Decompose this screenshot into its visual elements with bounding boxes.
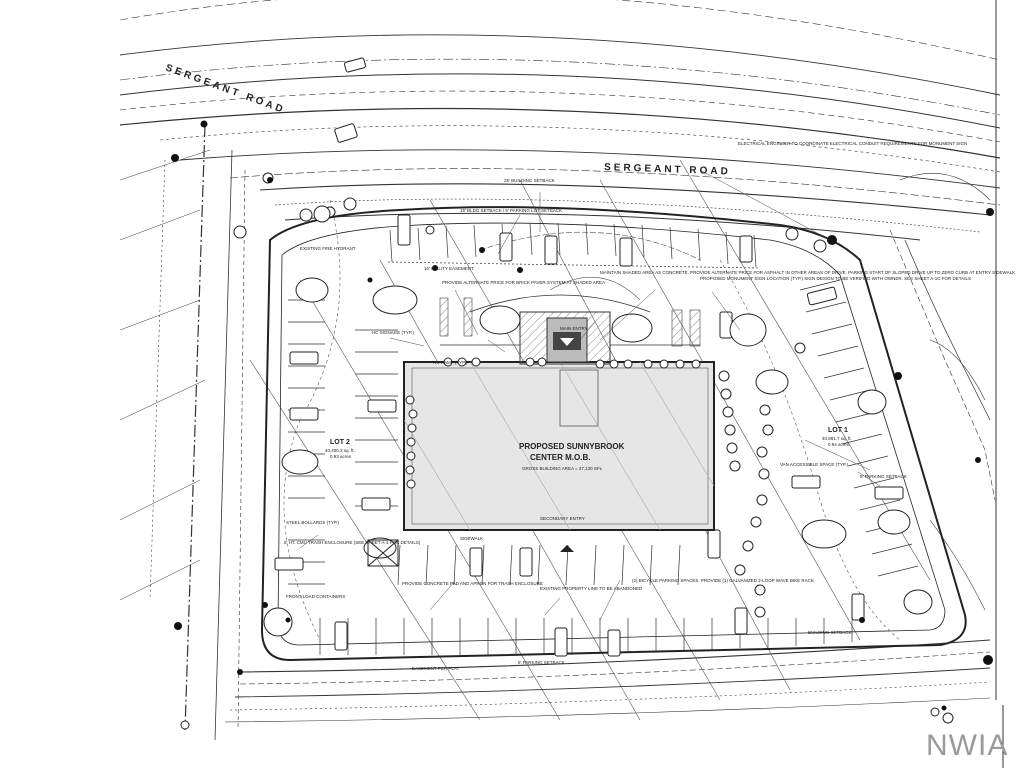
note-electrical: ELECTRICAL ENGINEER TO COORDINATE ELECTR… (738, 141, 967, 146)
watermark-logo: NWIA (926, 729, 1008, 762)
note-easement: 10' UTILITY EASEMENT (424, 266, 474, 271)
note-building-setback: 25' BUILDING SETBACK (504, 178, 555, 183)
drawing-frame (995, 0, 1004, 768)
note-steel-bollards: STEEL BOLLARDS (TYP.) (286, 520, 340, 525)
lot1-acres: 0.94 acres (828, 442, 850, 447)
landscape-islands (263, 277, 954, 724)
lot1-title: LOT 1 (828, 427, 848, 434)
lot2-title: LOT 2 (330, 439, 350, 446)
east-side-lines (889, 173, 996, 611)
west-property-lines (119, 124, 246, 741)
road-label-lower: SERGEANT ROAD (604, 162, 731, 177)
note-setback-bottom-right: BUILDING SETBACK (808, 630, 852, 635)
parking-stalls-west (288, 299, 398, 585)
note-concrete-pad: PROVIDE CONCRETE PAD AND APRON FOR TRASH… (402, 581, 543, 586)
building-name: PROPOSED SUNNYBROOK (519, 442, 625, 451)
note-monument-sign: PROPOSED MONUMENT SIGN LOCATION (TYP.) S… (700, 276, 971, 281)
note-bicycle: (2) BICYCLE PARKING SPACES. PROVIDE (1) … (632, 578, 814, 583)
note-alt-paving-right: MAINTAIN SHADED AREA AS CONCRETE. PROVID… (600, 270, 1015, 275)
note-alt-paving-left: PROVIDE ALTERNATE PRICE FOR BRICK PAVER … (442, 280, 605, 285)
note-curb-ramp: HC RAMP (TYP.) (433, 360, 468, 365)
sergeant-road-curves (119, 0, 1001, 241)
trash-enclosure (367, 539, 399, 567)
note-trash-enclosure: 6' HT. CMU TRASH ENCLOSURE (SEE SHEET A-… (284, 540, 421, 545)
parking-stalls-north (387, 222, 761, 269)
note-easement-bottom: EASEMENT PER PLAT (412, 666, 460, 671)
lot2-acres: 0.93 acres (330, 454, 352, 459)
note-front-load: FRONT LOAD CONTAINERS (286, 594, 345, 599)
note-typical-signage: HC SIGNAGE (TYP.) (372, 330, 414, 335)
entry-plaza (439, 294, 701, 552)
note-property-line: EXISTING PROPERTY LINE TO BE ABANDONED (540, 586, 643, 591)
road-label-upper: SERGEANT ROAD (164, 62, 287, 116)
parking-stalls-south (319, 544, 853, 655)
note-sidewalk: SIDEWALK (460, 536, 483, 541)
lot2-area: 40,400.2 sq. ft. (325, 448, 355, 453)
note-parking-setback-right: 5' PARKING SETBACK (860, 474, 907, 479)
note-parking-setback-bottom: 5' PARKING SETBACK (518, 660, 565, 665)
tree-symbols (233, 172, 827, 618)
note-parking-setback: 15' BLDG SETBACK / 5' PARKING LOT SETBAC… (460, 208, 562, 213)
proposed-building (403, 361, 715, 531)
note-secondary-entry: SECONDARY ENTRY (540, 516, 585, 521)
note-main-entry: MAIN ENTRY (560, 326, 588, 331)
parking-lot-outline (260, 206, 967, 662)
building-name-line2: CENTER M.O.B. (530, 453, 590, 462)
parked-cars (274, 57, 904, 657)
leader-lines (299, 169, 881, 621)
lot1-area: 40,891.7 sq. ft. (822, 436, 852, 441)
note-van-space: VAN ACCESSIBLE SPACE (TYP.) (780, 462, 849, 467)
building-gross-area: GROSS BUILDING AREA = 27,130 SF± (522, 466, 603, 471)
utility-points (171, 120, 994, 730)
note-existing-hydrant: EXISTING FIRE HYDRANT (300, 246, 356, 251)
